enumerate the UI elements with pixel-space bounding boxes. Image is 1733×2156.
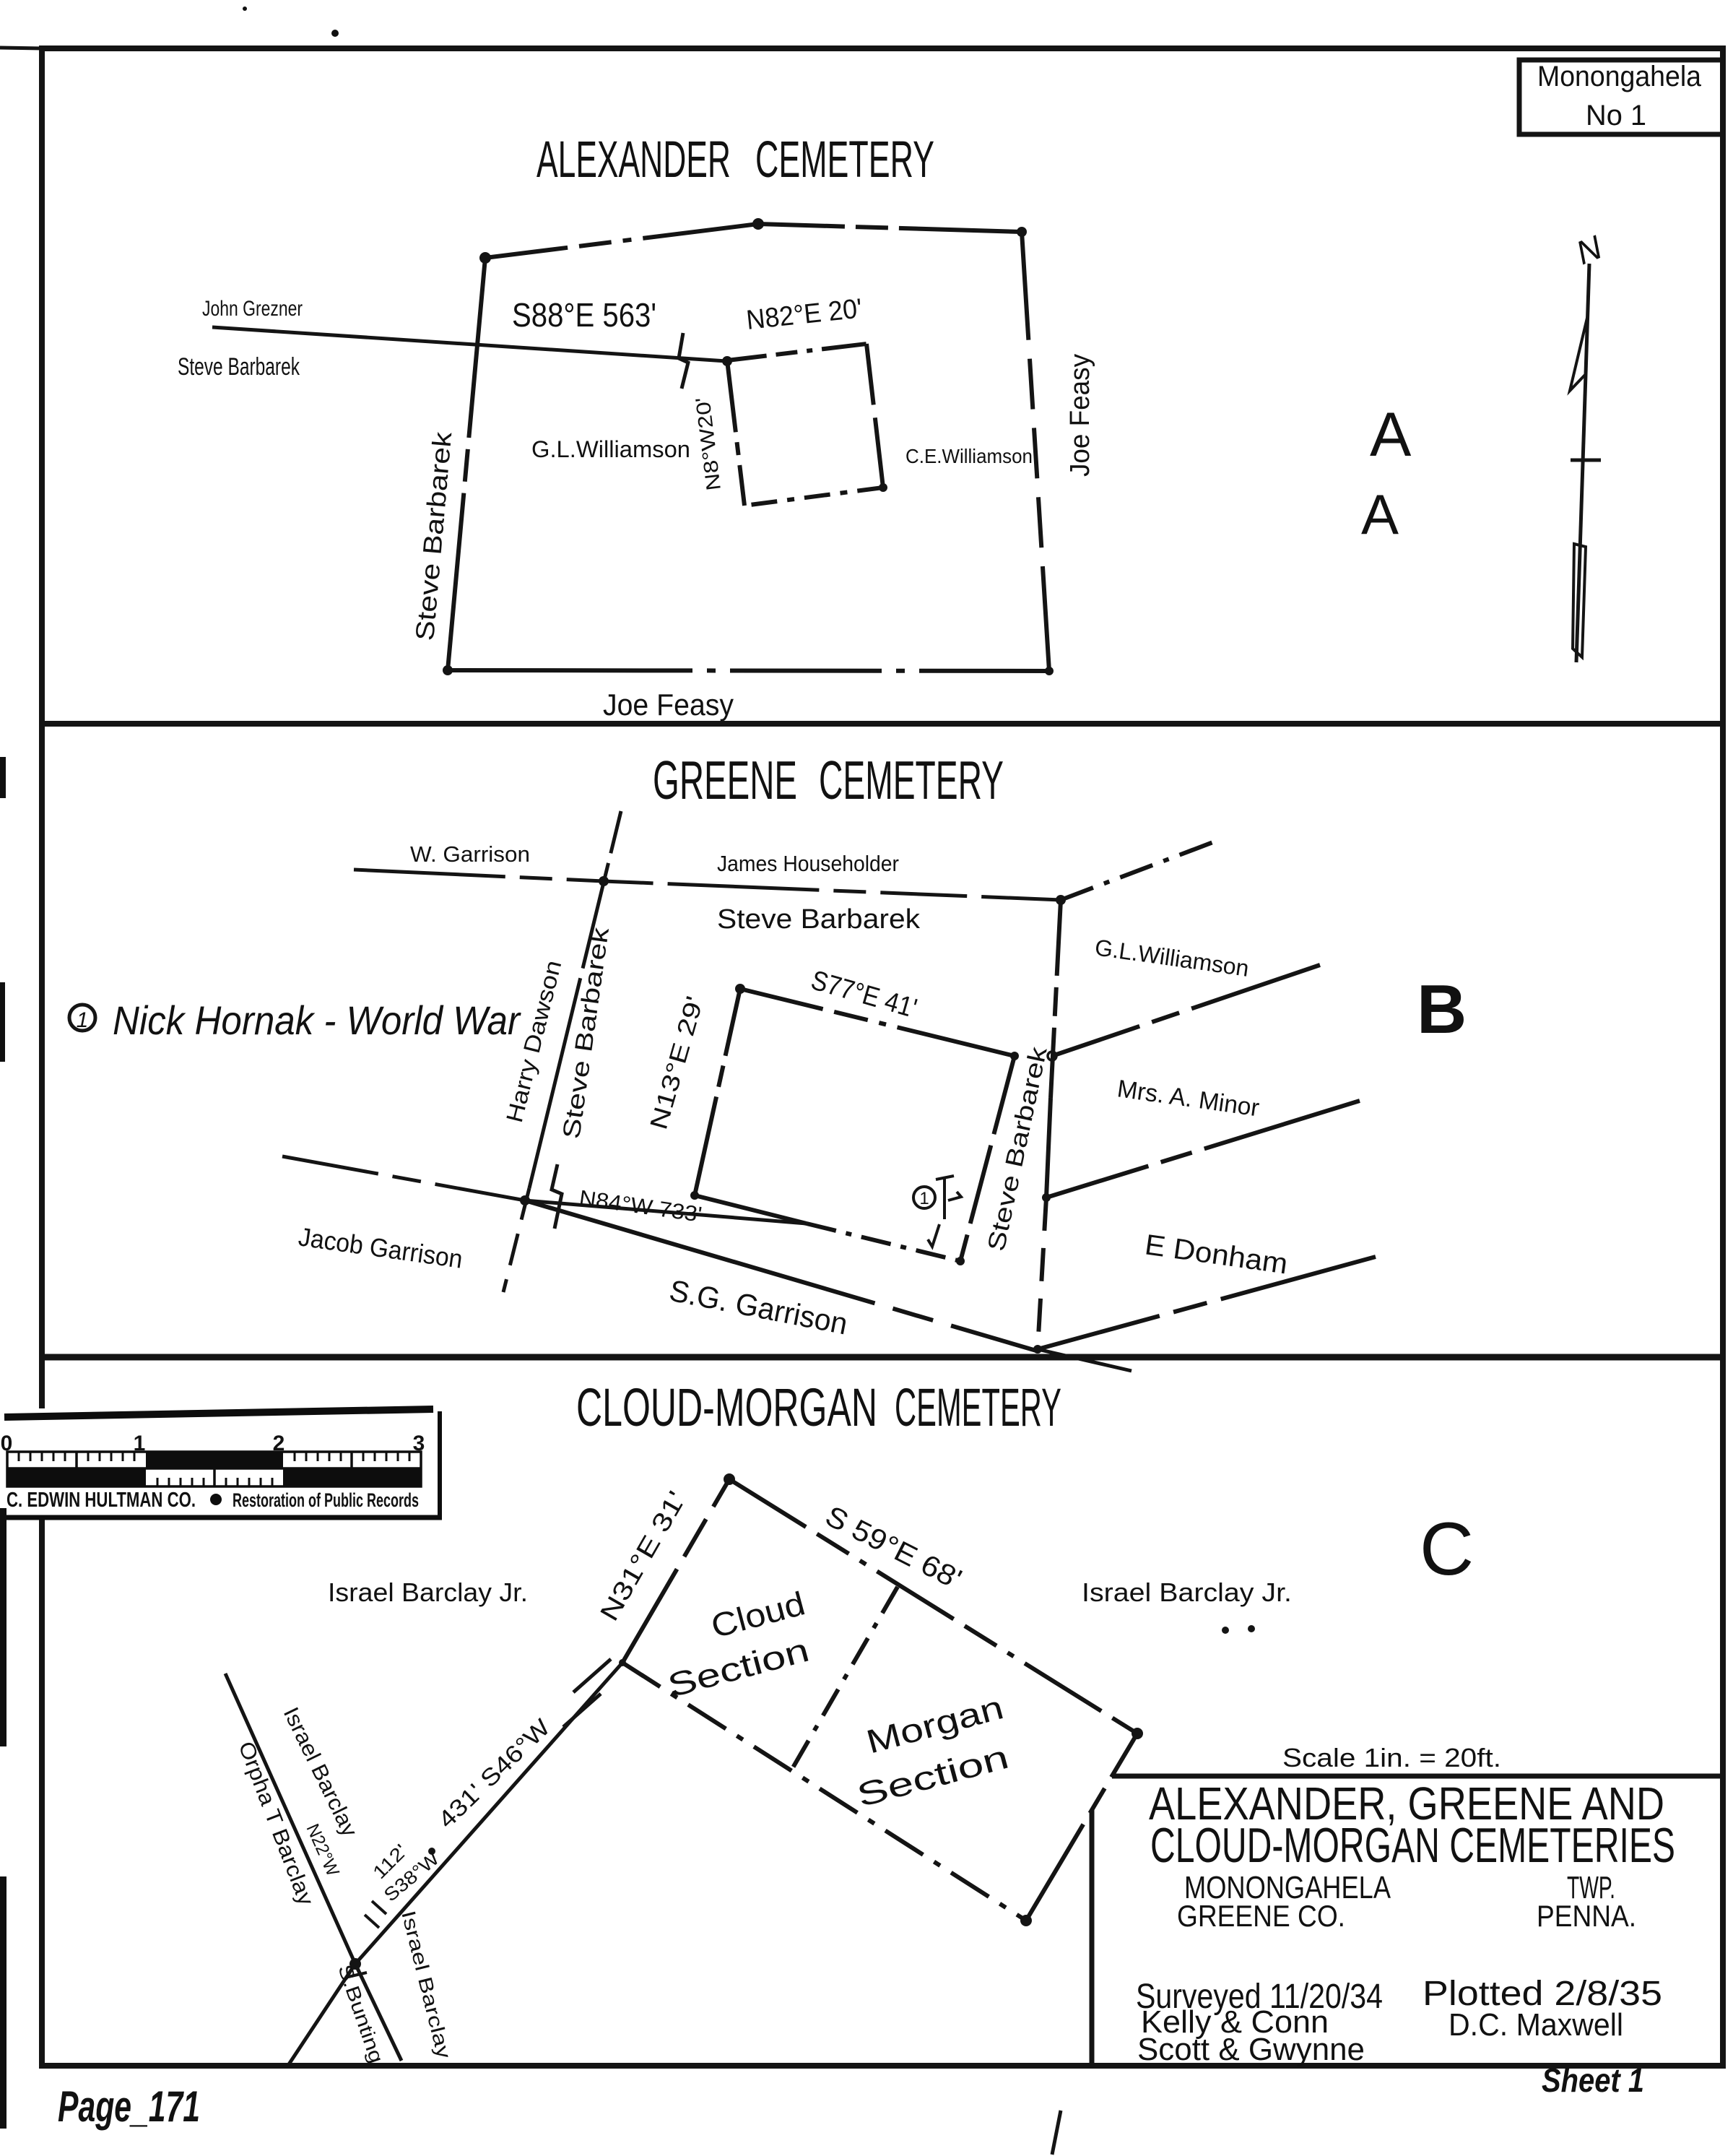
- svg-text:N82°E 20': N82°E 20': [745, 293, 864, 336]
- svg-text:Kelly & Conn: Kelly & Conn: [1141, 2004, 1329, 2040]
- svg-text:Israel Barclay Jr.: Israel Barclay Jr.: [1082, 1577, 1292, 1607]
- svg-text:N31°E 31': N31°E 31': [594, 1486, 692, 1626]
- svg-text:Steve Barbarek: Steve Barbarek: [178, 353, 300, 381]
- svg-text:Steve Barbarek: Steve Barbarek: [409, 430, 457, 642]
- svg-text:John Grezner: John Grezner: [202, 297, 303, 321]
- svg-text:C: C: [1420, 1507, 1474, 1591]
- svg-text:Mrs. A. Minor: Mrs. A. Minor: [1116, 1075, 1261, 1122]
- svg-text:1: 1: [919, 1189, 929, 1208]
- svg-text:Sheet 1: Sheet 1: [1542, 2061, 1644, 2099]
- svg-text:Monongahela: Monongahela: [1537, 61, 1702, 92]
- svg-text:N13°E 29': N13°E 29': [645, 993, 709, 1133]
- svg-text:Scale 1in. = 20ft.: Scale 1in. = 20ft.: [1282, 1743, 1501, 1772]
- svg-text:1: 1: [77, 1008, 89, 1032]
- svg-text:G.L.Williamson: G.L.Williamson: [1093, 934, 1251, 982]
- svg-text:Surveyed 11/20/34: Surveyed 11/20/34: [1136, 1978, 1383, 2016]
- svg-text:CEMETERY: CEMETERY: [755, 131, 934, 189]
- svg-text:S.G. Garrison: S.G. Garrison: [666, 1273, 850, 1341]
- svg-text:Steve Barbarek: Steve Barbarek: [717, 904, 921, 935]
- svg-text:S77°E 41': S77°E 41': [808, 965, 921, 1024]
- svg-text:W. Garrison: W. Garrison: [410, 841, 530, 867]
- svg-text:0: 0: [1, 1432, 13, 1455]
- svg-text:CLOUD-MORGAN: CLOUD-MORGAN: [576, 1377, 877, 1437]
- svg-text:C.E.Williamson: C.E.Williamson: [905, 445, 1033, 467]
- svg-text:Israel Barclay Jr.: Israel Barclay Jr.: [328, 1577, 528, 1607]
- svg-text:MONONGAHELA: MONONGAHELA: [1184, 1870, 1391, 1905]
- svg-text:James Householder: James Householder: [717, 851, 899, 876]
- svg-text:No 1: No 1: [1586, 100, 1646, 131]
- svg-text:N: N: [1571, 228, 1607, 272]
- svg-text:B: B: [1417, 971, 1467, 1048]
- svg-text:CEMETERY: CEMETERY: [895, 1377, 1061, 1437]
- svg-text:Section: Section: [664, 1631, 813, 1705]
- svg-text:3: 3: [413, 1432, 425, 1455]
- svg-text:C. EDWIN HULTMAN CO.: C. EDWIN HULTMAN CO.: [6, 1489, 196, 1512]
- svg-text:ALEXANDER, GREENE AND: ALEXANDER, GREENE AND: [1149, 1778, 1664, 1830]
- svg-text:CLOUD-MORGAN CEMETERIES: CLOUD-MORGAN CEMETERIES: [1150, 1818, 1675, 1873]
- svg-text:TWP.: TWP.: [1567, 1870, 1615, 1905]
- svg-text:Nick Hornak - World War: Nick Hornak - World War: [113, 997, 521, 1043]
- svg-text:Page_171: Page_171: [58, 2082, 200, 2131]
- svg-text:Restoration of Public Records: Restoration of Public Records: [233, 1489, 419, 1511]
- svg-text:Steve Barbarek: Steve Barbarek: [983, 1044, 1053, 1254]
- svg-text:N8°W20': N8°W20': [691, 396, 725, 492]
- svg-text:Joe Feasy: Joe Feasy: [603, 688, 734, 722]
- svg-text:A: A: [1370, 400, 1412, 469]
- svg-text:E Donham: E Donham: [1143, 1229, 1290, 1280]
- svg-text:D.C. Maxwell: D.C. Maxwell: [1448, 2007, 1623, 2043]
- svg-text:ALEXANDER: ALEXANDER: [537, 131, 731, 189]
- svg-text:Joe Feasy: Joe Feasy: [1065, 354, 1095, 477]
- svg-text:S88°E 563': S88°E 563': [512, 296, 656, 334]
- svg-text:PENNA.: PENNA.: [1537, 1899, 1636, 1933]
- svg-text:431' S46°W: 431' S46°W: [433, 1713, 555, 1833]
- svg-text:Plotted 2/8/35: Plotted 2/8/35: [1423, 1975, 1662, 2013]
- svg-text:G.L.Williamson: G.L.Williamson: [531, 436, 690, 462]
- svg-text:Scott & Gwynne: Scott & Gwynne: [1137, 2032, 1365, 2067]
- svg-text:Israel Barclay: Israel Barclay: [397, 1908, 455, 2061]
- svg-text:Jacob Garrison: Jacob Garrison: [297, 1221, 464, 1273]
- svg-text:2: 2: [273, 1432, 285, 1455]
- svg-text:A: A: [1361, 482, 1399, 546]
- svg-text:1: 1: [134, 1432, 146, 1455]
- svg-text:CEMETERY: CEMETERY: [819, 750, 1004, 810]
- svg-text:GREENE: GREENE: [653, 750, 797, 810]
- svg-text:GREENE CO.: GREENE CO.: [1177, 1899, 1345, 1933]
